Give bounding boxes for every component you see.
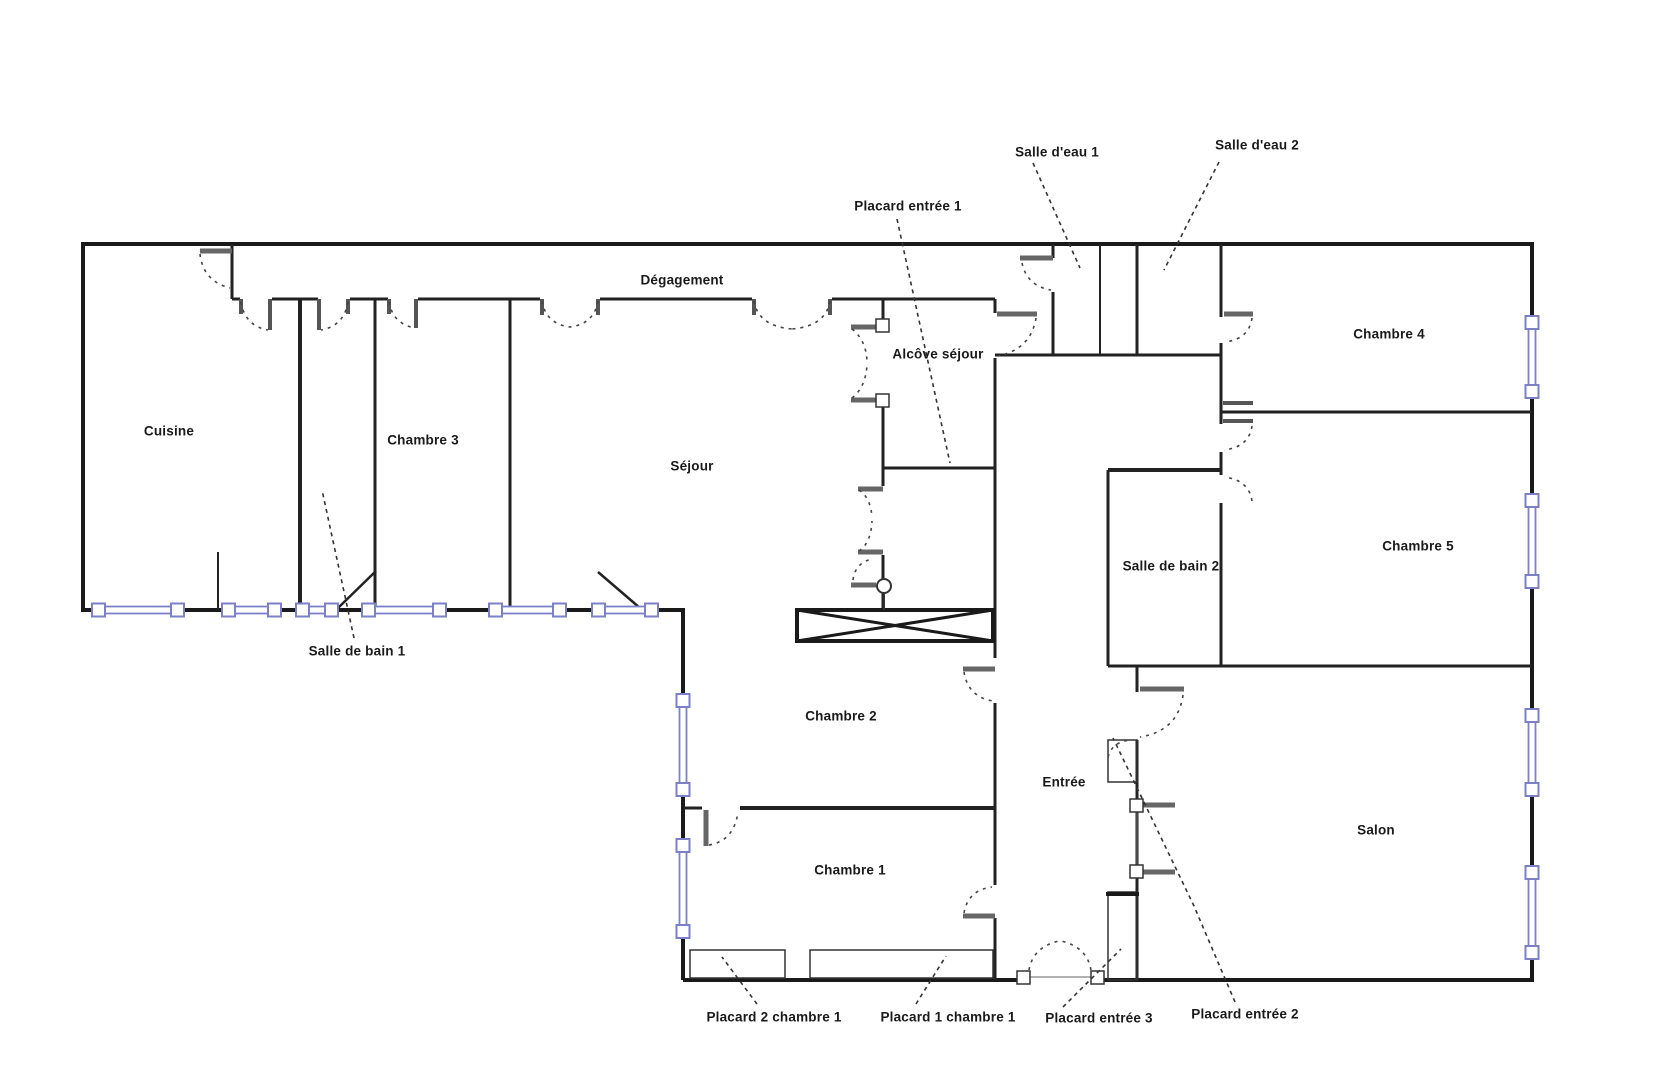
entry-double-door xyxy=(1016,940,1105,985)
windows-right-wall xyxy=(1524,315,1540,960)
room-label-sejour: Séjour xyxy=(670,458,714,474)
leader-salle-de-bain-1 xyxy=(321,489,355,639)
door-jambs xyxy=(239,299,1253,423)
room-label-chambre-3: Chambre 3 xyxy=(387,432,459,448)
windows-bottom-left xyxy=(91,602,659,618)
room-label-chambre-5: Chambre 5 xyxy=(1382,538,1454,554)
alcove-door-squares xyxy=(875,318,890,408)
leader-salle-d-eau-2 xyxy=(1163,161,1220,271)
callout-label-placard-1-chambre-1: Placard 1 chambre 1 xyxy=(880,1009,1016,1025)
callout-label-salle-d-eau-1: Salle d'eau 1 xyxy=(1015,144,1099,160)
entree-closet-box xyxy=(1107,739,1138,783)
room-label-salon: Salon xyxy=(1357,822,1395,838)
room-label-chambre-4: Chambre 4 xyxy=(1353,326,1425,342)
leader-placard-2-chambre-1 xyxy=(721,956,758,1005)
room-label-degagement: Dégagement xyxy=(640,272,724,288)
callout-label-salle-d-eau-2: Salle d'eau 2 xyxy=(1215,137,1299,153)
windows-middle-column xyxy=(675,693,691,939)
door-leaves xyxy=(200,248,1253,919)
placard-entree-3-box xyxy=(1106,891,1139,981)
placard-2-chambre-1-box xyxy=(689,949,786,979)
callout-leader-lines xyxy=(321,161,1236,1008)
diagonal-door-leaves xyxy=(337,570,641,609)
room-label-cuisine: Cuisine xyxy=(143,423,195,439)
room-label-chambre-2: Chambre 2 xyxy=(805,708,877,724)
leader-salle-d-eau-1 xyxy=(1032,162,1081,269)
room-label-alcove-sejour: Alcôve séjour xyxy=(892,346,984,362)
callout-label-salle-de-bain-1: Salle de bain 1 xyxy=(308,643,406,659)
callout-label-placard-entree-2: Placard entrée 2 xyxy=(1191,1006,1299,1022)
room-label-salle-de-bain-2: Salle de bain 2 xyxy=(1122,558,1220,574)
leader-placard-entree-3 xyxy=(1062,948,1122,1008)
pivot-door-symbol xyxy=(876,578,892,610)
room-label-entree: Entrée xyxy=(1042,774,1086,790)
windows xyxy=(91,315,1540,960)
leader-placard-entree-1 xyxy=(896,218,951,464)
room-label-chambre-1: Chambre 1 xyxy=(814,862,886,878)
leader-placard-1-chambre-1 xyxy=(915,955,947,1005)
placard-1-chambre-1-box xyxy=(809,949,994,979)
x-closet xyxy=(795,608,995,643)
door-arcs xyxy=(199,253,1253,914)
closet-boxes xyxy=(689,608,1175,981)
leader-placard-entree-2 xyxy=(1112,737,1236,1003)
callout-label-placard-entree-1: Placard entrée 1 xyxy=(854,198,962,214)
callout-label-placard-2-chambre-1: Placard 2 chambre 1 xyxy=(706,1009,842,1025)
callout-label-placard-entree-3: Placard entrée 3 xyxy=(1045,1010,1153,1026)
placard-entree-2-doors xyxy=(1129,798,1175,879)
doors xyxy=(199,248,1253,985)
